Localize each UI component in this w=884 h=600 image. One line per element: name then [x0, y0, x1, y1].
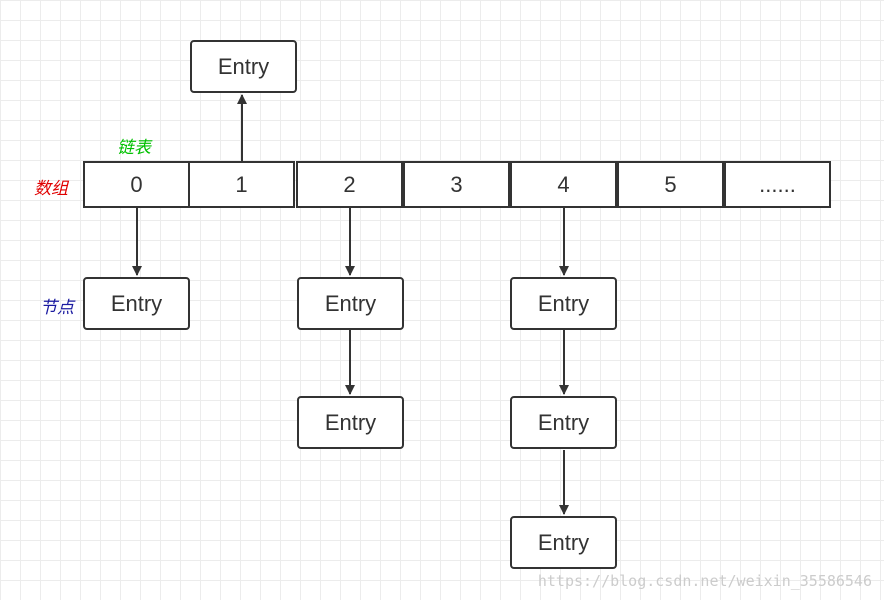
- entry-cell0-1: Entry: [83, 277, 190, 330]
- linked-list-label: 链表: [117, 138, 151, 158]
- entry-cell4-2: Entry: [510, 396, 617, 449]
- entry-cell2-2: Entry: [297, 396, 404, 449]
- entry-cell2-1: Entry: [297, 277, 404, 330]
- array-cell-5: 5: [617, 161, 724, 208]
- entry-top-cell1: Entry: [190, 40, 297, 93]
- entry-cell4-1: Entry: [510, 277, 617, 330]
- entry-cell4-3: Entry: [510, 516, 617, 569]
- node-label: 节点: [40, 298, 74, 318]
- array-label: 数组: [34, 179, 68, 199]
- array-cell-ellipsis: ......: [724, 161, 831, 208]
- watermark-text: https://blog.csdn.net/weixin_35586546: [537, 572, 872, 590]
- array-cell-0: 0: [83, 161, 190, 208]
- array-cell-4: 4: [510, 161, 617, 208]
- array-cell-1: 1: [188, 161, 295, 208]
- array-cell-2: 2: [296, 161, 403, 208]
- array-cell-3: 3: [403, 161, 510, 208]
